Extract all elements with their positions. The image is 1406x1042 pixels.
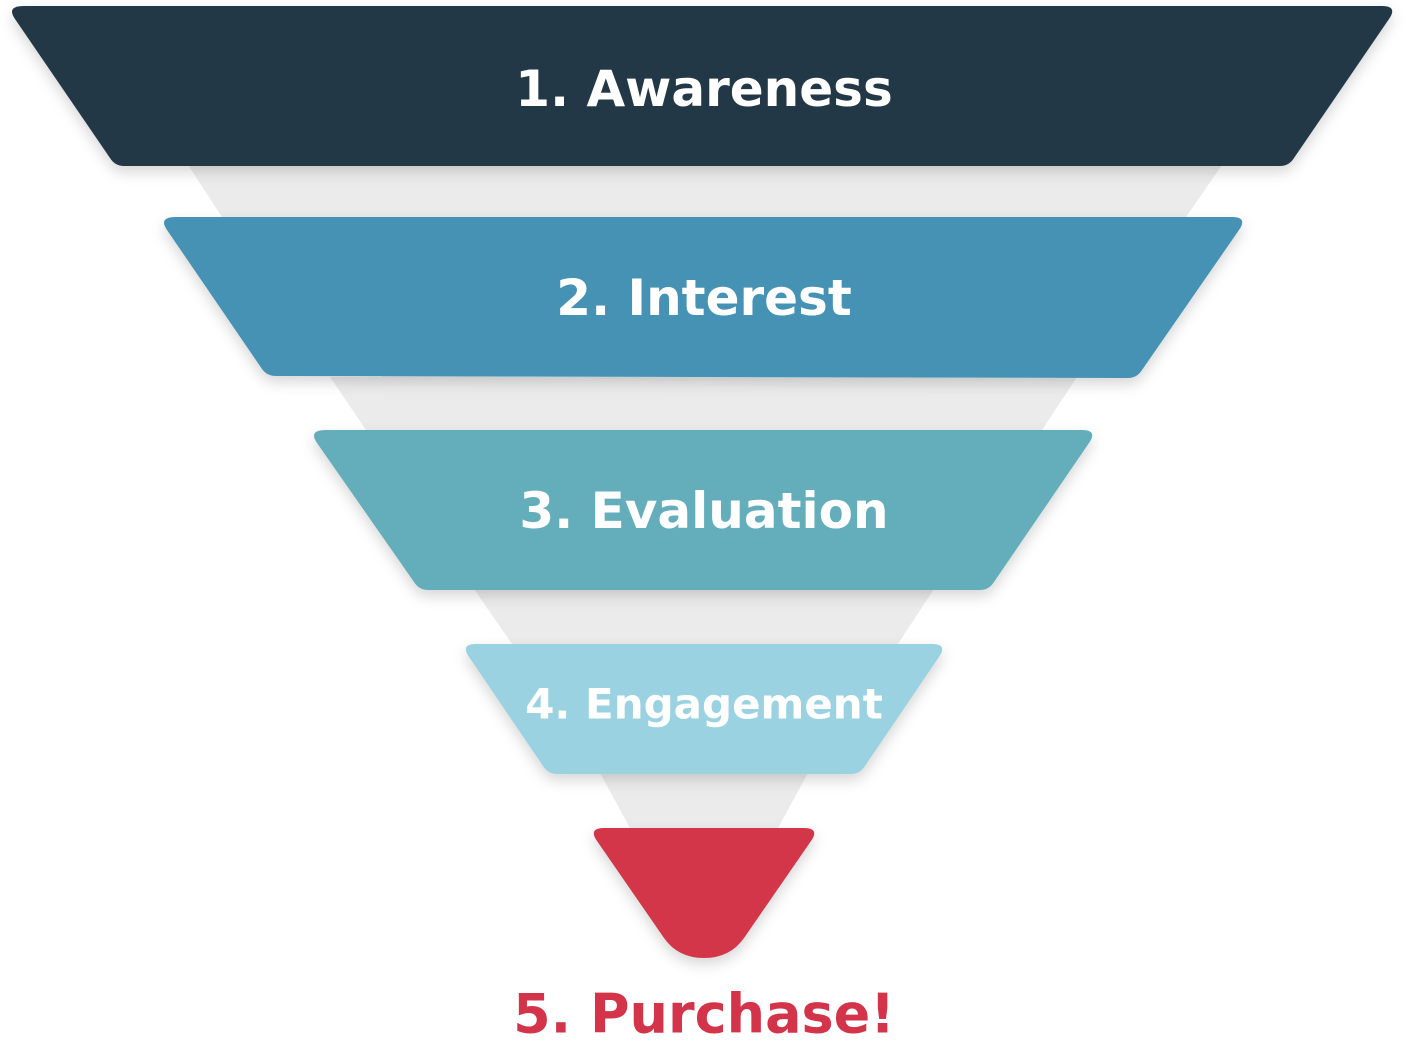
stage-engagement-label: 4. Engagement — [525, 680, 883, 729]
connector-4-5 — [600, 773, 808, 828]
connector-1-2 — [188, 165, 1222, 217]
connector-3-4 — [474, 589, 934, 644]
stage-purchase-tip — [593, 828, 815, 958]
stage-interest-label: 2. Interest — [556, 269, 851, 327]
connector-2-3 — [330, 377, 1077, 430]
stage-interest — [164, 217, 1243, 378]
stage-evaluation-label: 3. Evaluation — [519, 482, 888, 540]
stage-awareness — [12, 6, 1393, 166]
stage-purchase-label: 5. Purchase! — [513, 983, 895, 1042]
stage-evaluation — [314, 430, 1093, 590]
stage-engagement — [465, 644, 943, 774]
stage-awareness-label: 1. Awareness — [515, 60, 892, 118]
